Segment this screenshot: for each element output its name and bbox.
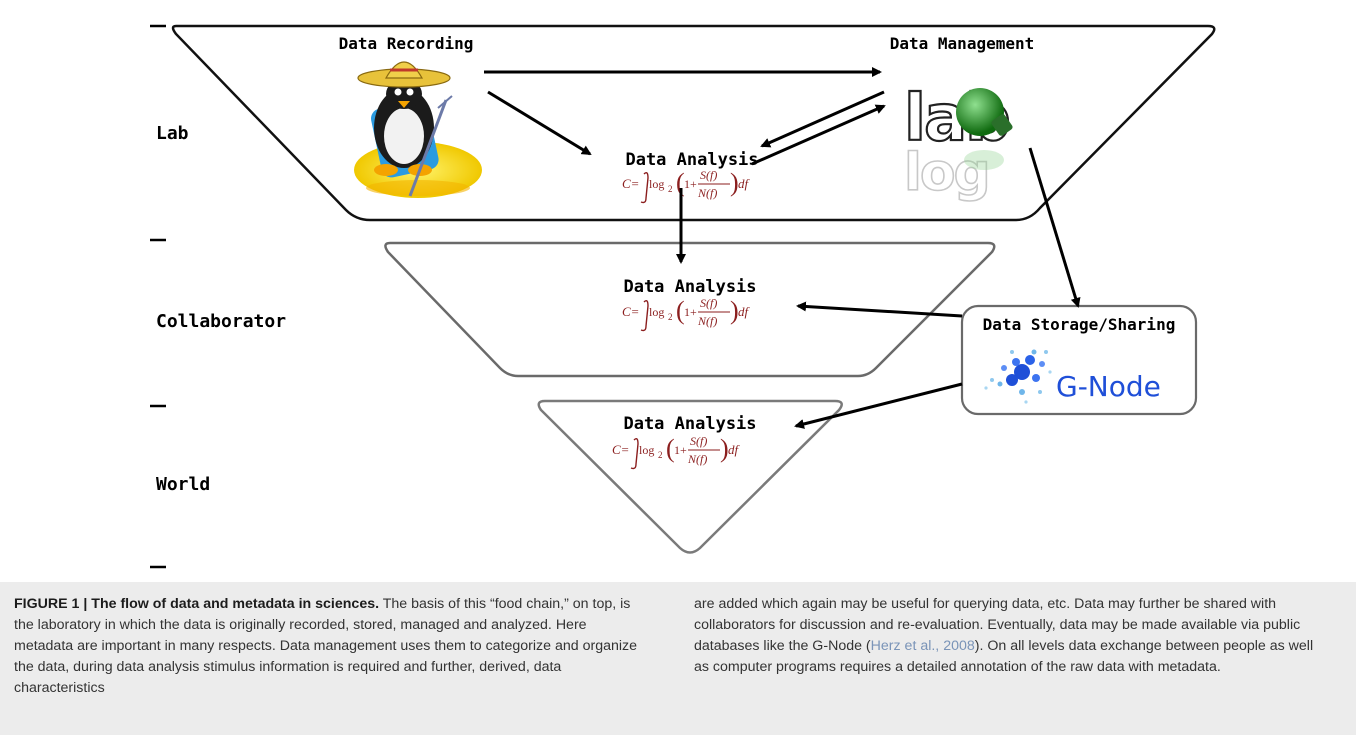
- caption-figure-label: FIGURE 1 | The flow of data and metadata…: [14, 596, 380, 612]
- citation-link[interactable]: Herz et al., 2008: [870, 638, 975, 654]
- caption-right-column: are added which again may be useful for …: [694, 594, 1322, 678]
- arrow-analysis-to-management: [751, 104, 886, 166]
- data-flow-diagram: Lab Collaborator World Data Recording Da…: [150, 24, 1216, 569]
- svg-text:log: log: [649, 177, 664, 191]
- svg-text:S(f): S(f): [700, 168, 717, 182]
- g-node-logo: G-Node: [984, 349, 1161, 404]
- collaborator-funnel: [384, 241, 996, 378]
- arrow-storage-to-world: [794, 382, 963, 429]
- svg-text:(: (: [666, 434, 675, 463]
- svg-text:log: log: [904, 143, 989, 203]
- lab-data-analysis-title: Data Analysis: [625, 150, 758, 170]
- svg-text:1+: 1+: [684, 177, 697, 191]
- world-capacity-formula: C= log 2 ( 1+ S(f) N(f) ) df: [612, 434, 741, 470]
- svg-text:(: (: [676, 168, 685, 197]
- world-funnel: [537, 399, 843, 554]
- svg-text:C=: C=: [622, 304, 639, 319]
- svg-text:S(f): S(f): [700, 296, 717, 310]
- svg-text:2: 2: [668, 312, 673, 322]
- arrow-management-to-analysis: [760, 90, 885, 148]
- svg-text:N(f): N(f): [687, 452, 707, 466]
- figure-caption: FIGURE 1 | The flow of data and metadata…: [0, 582, 1356, 735]
- arrow-management-to-storage: [1028, 147, 1081, 308]
- svg-text:1+: 1+: [684, 305, 697, 319]
- svg-text:): ): [730, 168, 739, 197]
- collaborator-data-analysis-title: Data Analysis: [623, 277, 756, 297]
- level-label-world: World: [156, 474, 210, 495]
- level-label-collaborator: Collaborator: [156, 311, 286, 332]
- collaborator-capacity-formula: C= log 2 ( 1+ S(f) N(f) ) df: [622, 296, 751, 332]
- svg-text:C=: C=: [622, 176, 639, 191]
- lab-funnel: [171, 24, 1216, 222]
- svg-text:): ): [730, 296, 739, 325]
- g-node-logo-text: G-Node: [1056, 370, 1161, 403]
- svg-text:df: df: [738, 176, 751, 191]
- svg-text:log: log: [639, 443, 654, 457]
- data-storage-title: Data Storage/Sharing: [983, 315, 1176, 334]
- svg-text:1+: 1+: [674, 443, 687, 457]
- svg-text:2: 2: [658, 450, 663, 460]
- data-recording-title: Data Recording: [339, 34, 474, 53]
- data-management-title: Data Management: [890, 34, 1035, 53]
- caption-right-text-2: ). On all levels data exchange between p…: [694, 638, 1314, 675]
- arrow-storage-to-collaborator: [796, 301, 963, 318]
- caption-right-text-1: are added which again may be useful for …: [694, 596, 1301, 654]
- svg-text:C=: C=: [612, 442, 629, 457]
- svg-text:2: 2: [668, 184, 673, 194]
- svg-text:N(f): N(f): [697, 186, 717, 200]
- svg-text:N(f): N(f): [697, 314, 717, 328]
- svg-text:(: (: [676, 296, 685, 325]
- svg-text:df: df: [728, 442, 741, 457]
- svg-text:S(f): S(f): [690, 434, 707, 448]
- svg-text:df: df: [738, 304, 751, 319]
- level-label-lab: Lab: [156, 123, 189, 144]
- lablog-logo: lab log: [903, 81, 1013, 204]
- arrow-recording-to-analysis: [487, 90, 592, 156]
- caption-left-text: The basis of this “food chain,” on top, …: [14, 596, 638, 696]
- world-data-analysis-title: Data Analysis: [623, 414, 756, 434]
- svg-text:log: log: [649, 305, 664, 319]
- caption-left-column: FIGURE 1 | The flow of data and metadata…: [14, 594, 642, 699]
- svg-text:): ): [720, 434, 729, 463]
- lab-capacity-formula: C= log 2 ( 1+ S(f) N(f) ) df: [622, 168, 751, 204]
- penguin-with-sombrero-icon: [354, 61, 482, 198]
